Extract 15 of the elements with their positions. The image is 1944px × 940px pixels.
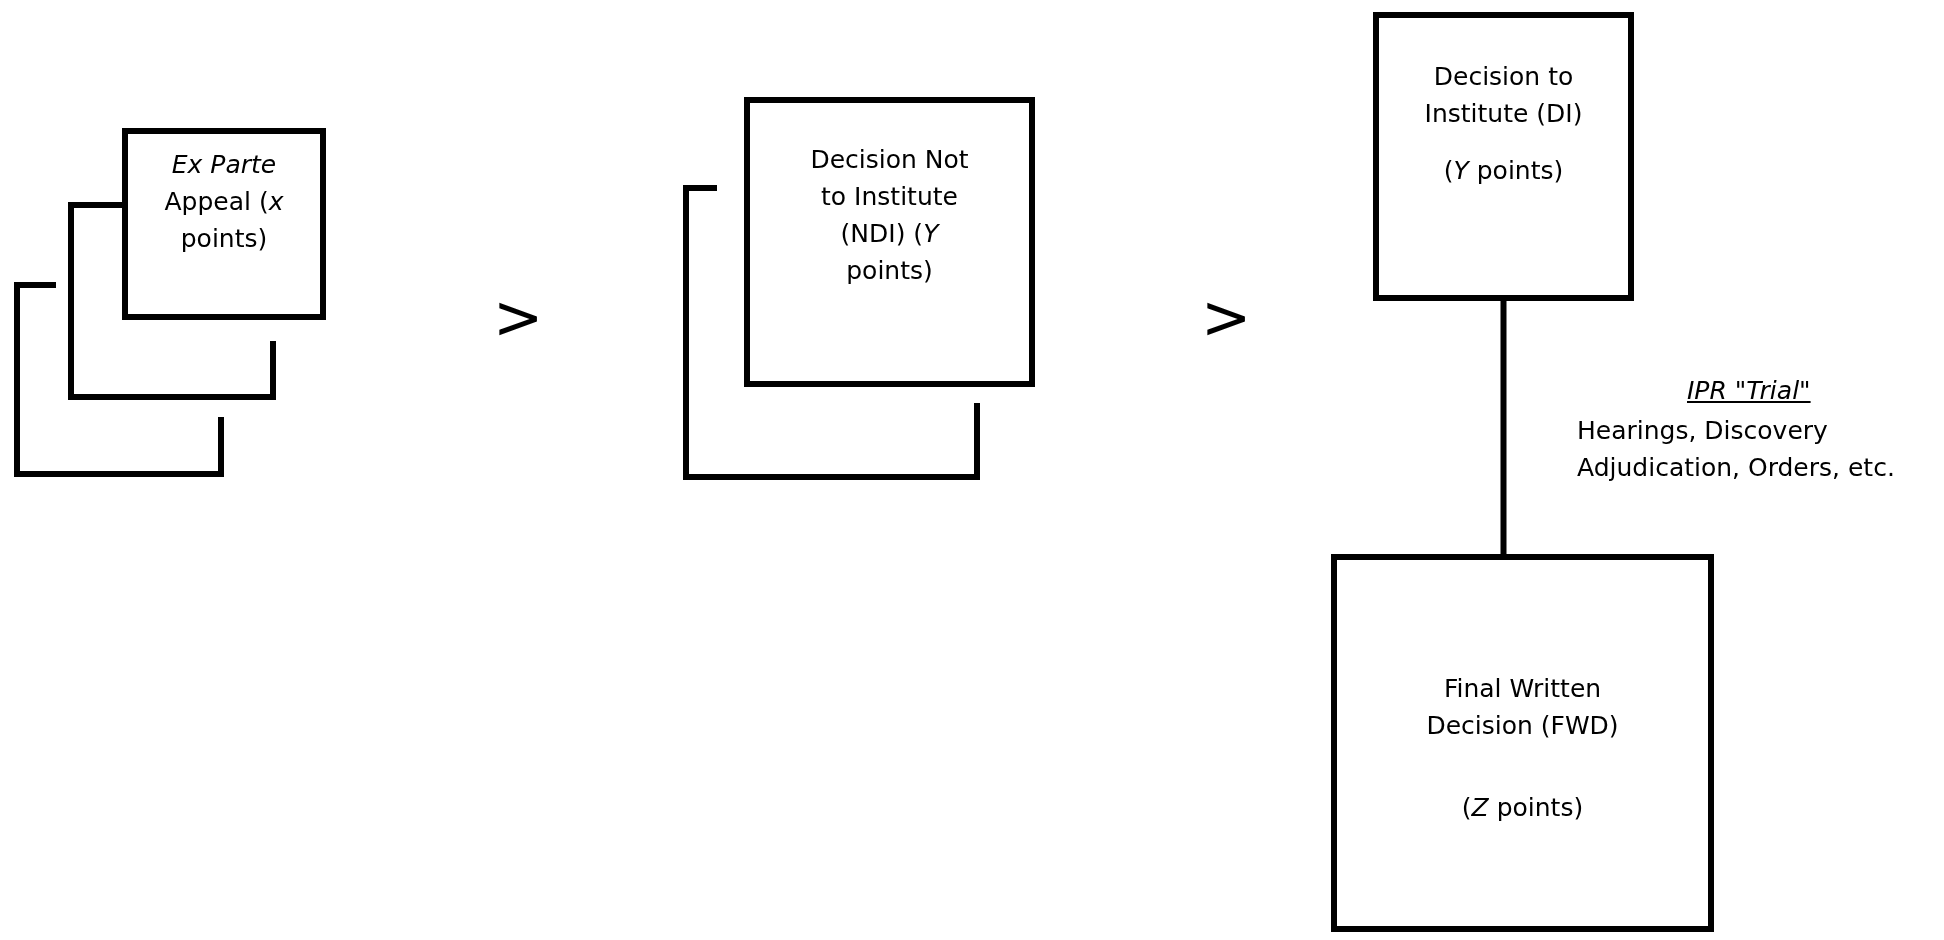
- box-text: (Y points): [1442, 155, 1565, 187]
- box-text: Decision Not to Institute (NDI) (Y points): [809, 144, 970, 287]
- box-text: Decision to Institute (DI): [1423, 61, 1584, 130]
- process-box: [744, 97, 1035, 387]
- process-box: [122, 128, 326, 320]
- process-box: [1373, 12, 1634, 301]
- greater-than-sign: >: [493, 287, 544, 347]
- note-text: Hearings, Discovery Adjudication, Orders, etc.: [1577, 415, 1896, 484]
- box-text: Final Written Decision (FWD): [1425, 673, 1620, 742]
- greater-than-sign: >: [1201, 287, 1252, 347]
- box-text: Ex Parte Appeal (x points): [163, 149, 285, 255]
- box-text: (Z points): [1460, 792, 1585, 824]
- process-box: [1331, 554, 1714, 932]
- connector-line: [1500, 301, 1507, 554]
- section-heading: IPR "Trial": [1687, 376, 1811, 405]
